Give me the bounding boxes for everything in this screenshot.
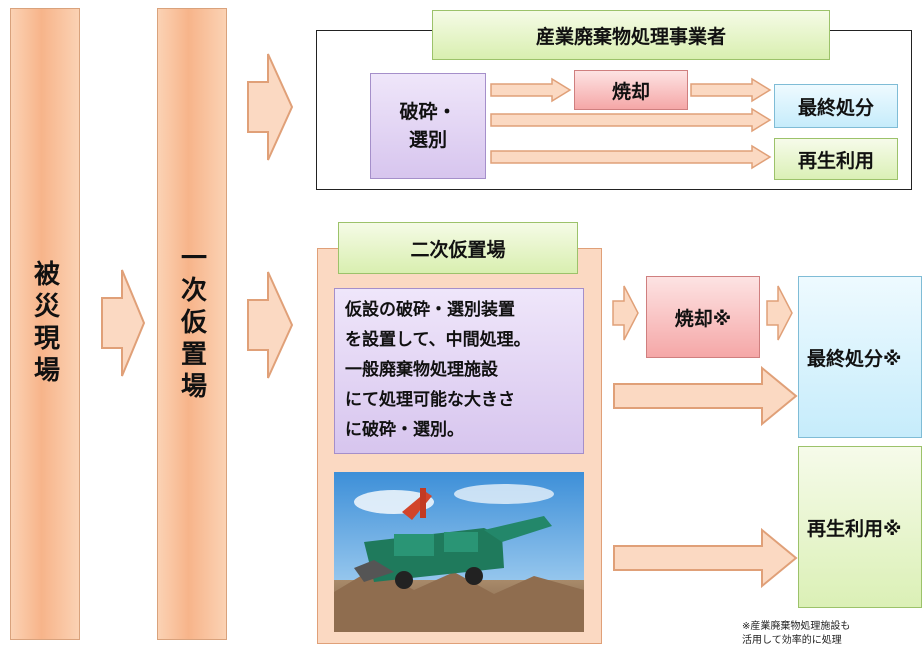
- arrow-crush-to-incineration: [490, 77, 572, 103]
- primary-temp-site-label: 一次仮置場: [176, 244, 207, 404]
- secondary-incineration-box: 焼却※: [646, 276, 760, 358]
- industrial-incineration-label: 焼却: [611, 80, 650, 103]
- secondary-final-disposal-box: 最終処分※: [798, 276, 922, 438]
- disaster-site-label: 被災現場: [29, 260, 60, 388]
- industrial-recycling-label: 再生利用: [797, 149, 874, 172]
- secondary-recycling-box: 再生利用※: [798, 446, 922, 608]
- crush-sort-line1: 破砕・: [399, 101, 457, 123]
- secondary-description-box: 仮設の破砕・選別装置 を設置して、中間処理。 一般廃棄物処理施設 にて処理可能な…: [334, 288, 584, 454]
- secondary-incineration-label: 焼却※: [674, 307, 732, 330]
- secondary-final-disposal-label: 最終処分※: [807, 347, 902, 370]
- industrial-contractor-title: 産業廃棄物処理事業者: [535, 25, 726, 48]
- arrow-crush-to-recycling: [490, 144, 772, 170]
- arrow-crush-to-final: [490, 107, 772, 133]
- secondary-site-title: 二次仮置場: [410, 238, 506, 261]
- description-line-2: を設置して、中間処理。: [345, 330, 531, 350]
- description-line-5: に破砕・選別。: [345, 420, 464, 440]
- industrial-recycling-box: 再生利用: [774, 138, 898, 180]
- footnote-line2: 活用して効率的に処理: [742, 635, 842, 646]
- arrow-secondary-to-recycling: [613, 527, 798, 589]
- secondary-site-header: 二次仮置場: [338, 222, 578, 274]
- arrow-secondary-to-incineration: [612, 285, 639, 341]
- description-line-1: 仮設の破砕・選別装置: [345, 300, 515, 320]
- disaster-site-column: 被災現場: [10, 8, 80, 640]
- arrow-incineration-to-final: [690, 77, 772, 103]
- arrow-disaster-to-primary: [101, 269, 146, 377]
- crush-sort-line2: 選別: [408, 129, 447, 151]
- arrow-secondary-to-final: [613, 365, 798, 427]
- crush-sort-box: 破砕・ 選別: [370, 73, 486, 179]
- footnote: ※産業廃棄物処理施設も 活用して効率的に処理: [742, 620, 920, 648]
- description-line-3: 一般廃棄物処理施設: [345, 360, 498, 380]
- secondary-recycling-label: 再生利用※: [807, 517, 902, 540]
- industrial-contractor-header: 産業廃棄物処理事業者: [432, 10, 830, 60]
- industrial-final-disposal-box: 最終処分: [774, 84, 898, 128]
- arrow-primary-to-secondary: [247, 271, 294, 379]
- description-line-4: にて処理可能な大きさ: [345, 390, 515, 410]
- industrial-final-disposal-label: 最終処分: [797, 96, 874, 119]
- arrow-primary-to-industrial: [247, 53, 294, 161]
- industrial-incineration-box: 焼却: [574, 70, 688, 110]
- footnote-line1: ※産業廃棄物処理施設も: [742, 621, 851, 632]
- crushing-sorting-machine-photo: [334, 472, 584, 632]
- primary-temp-site-column: 一次仮置場: [157, 8, 227, 640]
- arrow-incineration-to-final-secondary: [766, 285, 793, 341]
